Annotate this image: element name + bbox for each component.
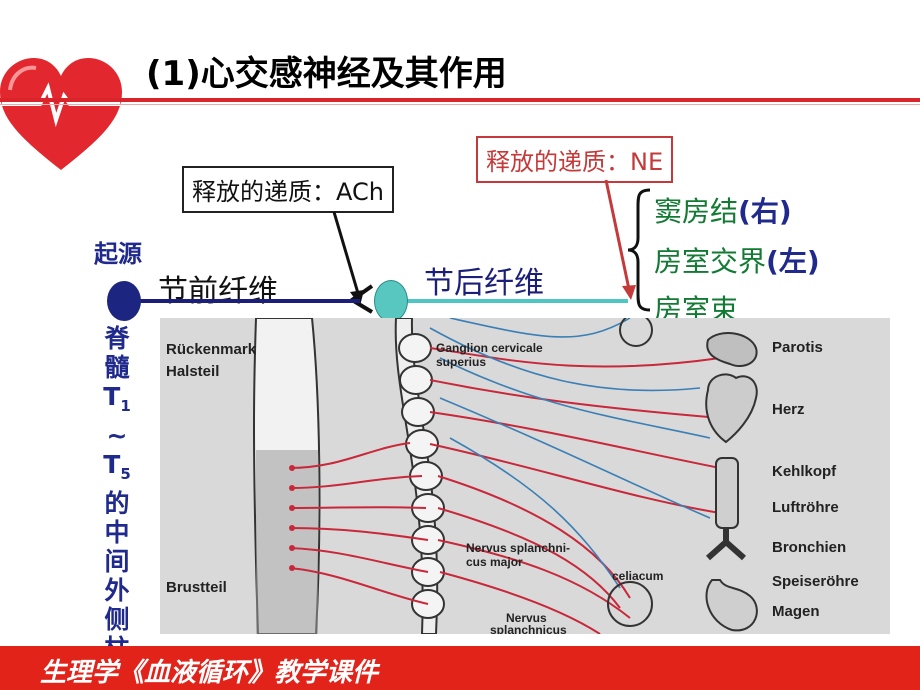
label-splanchnicus: splanchnicus [490,623,567,634]
sympathetic-anatomy-illustration: Rückenmark Halsteil Brustteil Ganglion c… [160,318,890,634]
label-halsteil: Halsteil [166,363,219,380]
origin-label: 起源 [94,240,142,268]
target-sa-node: 窦房结(右) [654,195,792,228]
label-luftroehre: Luftröhre [772,499,839,516]
label-herz: Herz [772,401,805,418]
footer-text: 生理学《血液循环》教学课件 [40,658,379,688]
target-brace-icon [627,188,651,312]
label-speiseroehre: Speiseröhre [772,573,859,590]
ne-arrowhead [622,285,636,300]
label-nervus: Nervus [506,611,547,625]
label-superius: superius [436,355,486,369]
label-ganglion: Ganglion cervicale [436,341,543,355]
label-bronchien: Bronchien [772,539,846,556]
label-splanchnicus-major-2: cus major [466,555,523,569]
illustration-svg: Rückenmark Halsteil Brustteil Ganglion c… [160,318,890,634]
label-parotis: Parotis [772,339,823,356]
label-kehlkopf: Kehlkopf [772,463,837,480]
label-celiacum: celiacum [612,569,663,583]
spinal-origin-text: 脊 髓 T1 ~ T5 的 中 间 外 侧 柱 [103,324,131,663]
preganglionic-fiber [120,299,360,303]
ne-arrow [604,179,632,295]
label-splanchnicus-major-1: Nervus splanchni- [466,541,570,555]
ach-arrow [332,211,362,301]
page-title: (1)心交感神经及其作用 [146,54,507,94]
transmitter-ne-box: 释放的递质：NE [476,136,674,183]
ganglion-neuron [374,280,408,322]
origin-neuron [107,281,141,321]
label-magen: Magen [772,603,820,620]
preganglionic-label: 节前纤维 [158,274,278,309]
header-rule [0,98,920,102]
transmitter-ach-box: 释放的递质：ACh [182,166,394,213]
footer-bar [0,646,920,690]
postganglionic-fiber [398,299,628,303]
label-brustteil: Brustteil [166,579,227,596]
postganglionic-label: 节后纤维 [424,266,544,301]
target-av-junction: 房室交界(左) [654,245,820,278]
header-rule-thin [0,104,920,105]
label-rueckenmark: Rückenmark [166,341,257,358]
